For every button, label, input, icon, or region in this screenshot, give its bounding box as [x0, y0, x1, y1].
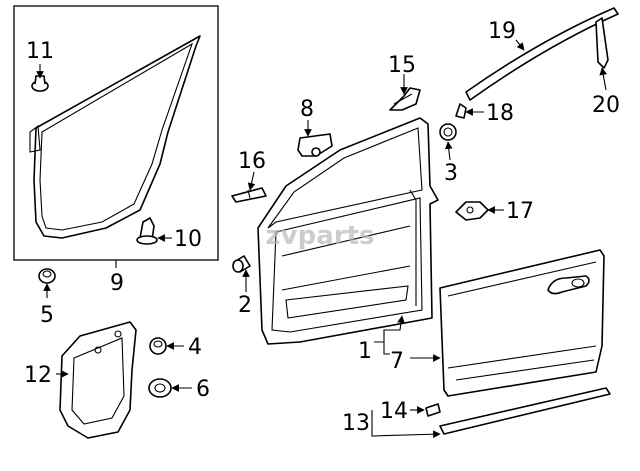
- bracket-15-icon: [389, 87, 421, 111]
- check-16-icon: [231, 187, 267, 203]
- watermark-text: zvparts: [266, 221, 375, 251]
- callout-10: 10: [174, 227, 202, 252]
- callout-7: 7: [390, 349, 404, 374]
- callout-11: 11: [26, 39, 54, 64]
- nut-4-icon: [149, 337, 167, 355]
- clip-14-icon: [425, 403, 441, 417]
- callout-15: 15: [388, 53, 416, 78]
- callout-13: 13: [342, 411, 370, 436]
- roof-molding-icon: [465, 7, 619, 101]
- bolt-2-icon: [232, 255, 251, 273]
- service-cover-12-icon: [59, 321, 137, 439]
- callout-9: 9: [110, 271, 124, 296]
- callout-5: 5: [40, 303, 54, 328]
- washer-6-icon: [148, 378, 172, 398]
- callout-1: 1: [358, 339, 372, 364]
- bracket-8-icon: [297, 133, 333, 157]
- pillar-trim-icon: [595, 17, 609, 69]
- callout-20: 20: [592, 93, 620, 118]
- grommet-3-icon: [439, 123, 457, 141]
- callout-18: 18: [486, 101, 514, 126]
- clip-11-icon: [31, 75, 49, 92]
- door-outer-skin-icon: [439, 249, 605, 397]
- clip-18-icon: [455, 103, 467, 119]
- lower-molding-icon: [439, 387, 611, 435]
- hinge-17-icon: [455, 201, 489, 221]
- callout-12: 12: [24, 363, 52, 388]
- callout-19: 19: [488, 19, 516, 44]
- door-shell-icon: [257, 117, 439, 345]
- clip-10-icon: [136, 217, 158, 245]
- callout-14: 14: [380, 399, 408, 424]
- nut-5-icon: [38, 268, 56, 284]
- callout-17: 17: [506, 199, 534, 224]
- callout-16: 16: [238, 149, 266, 174]
- callout-3: 3: [444, 161, 458, 186]
- callout-6: 6: [196, 377, 210, 402]
- leader-lines: [36, 39, 608, 439]
- callout-8: 8: [300, 97, 314, 122]
- weatherstrip-inset-box: [13, 5, 219, 261]
- callout-4: 4: [188, 335, 202, 360]
- callout-2: 2: [238, 293, 252, 318]
